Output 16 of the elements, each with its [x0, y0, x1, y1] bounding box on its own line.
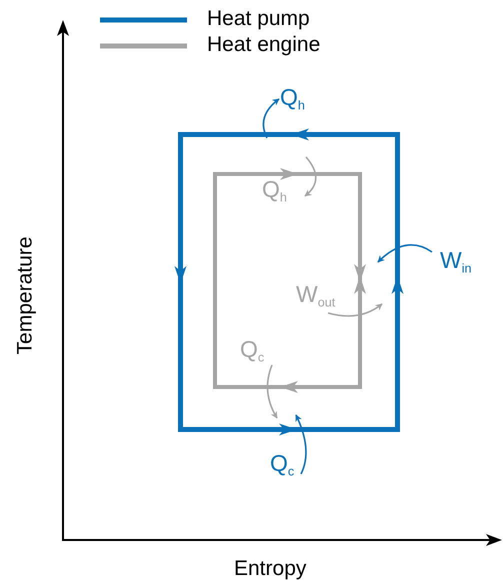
work-label: W$_{out}$ [296, 283, 336, 310]
axis-title: Temperature [14, 236, 36, 354]
curved-arrow [377, 244, 432, 263]
work-label: W$_{in}$ [440, 249, 472, 276]
heat-label: Q$_{c}$ [240, 338, 264, 364]
curved-arrow [328, 303, 383, 317]
curved-arrow [295, 414, 307, 474]
legend-text: Heat engine [207, 34, 320, 55]
axis-title: Entropy [234, 558, 306, 579]
legend-text: Heat pump [207, 8, 310, 29]
curved-arrow [304, 156, 317, 197]
heat-label: Q$_{c}$ [270, 452, 294, 478]
heat-label: Q$_{h}$ [280, 86, 305, 112]
curved-arrow [262, 98, 280, 138]
heat-label: Q$_{h}$ [262, 178, 287, 204]
curved-arrow [266, 364, 278, 419]
